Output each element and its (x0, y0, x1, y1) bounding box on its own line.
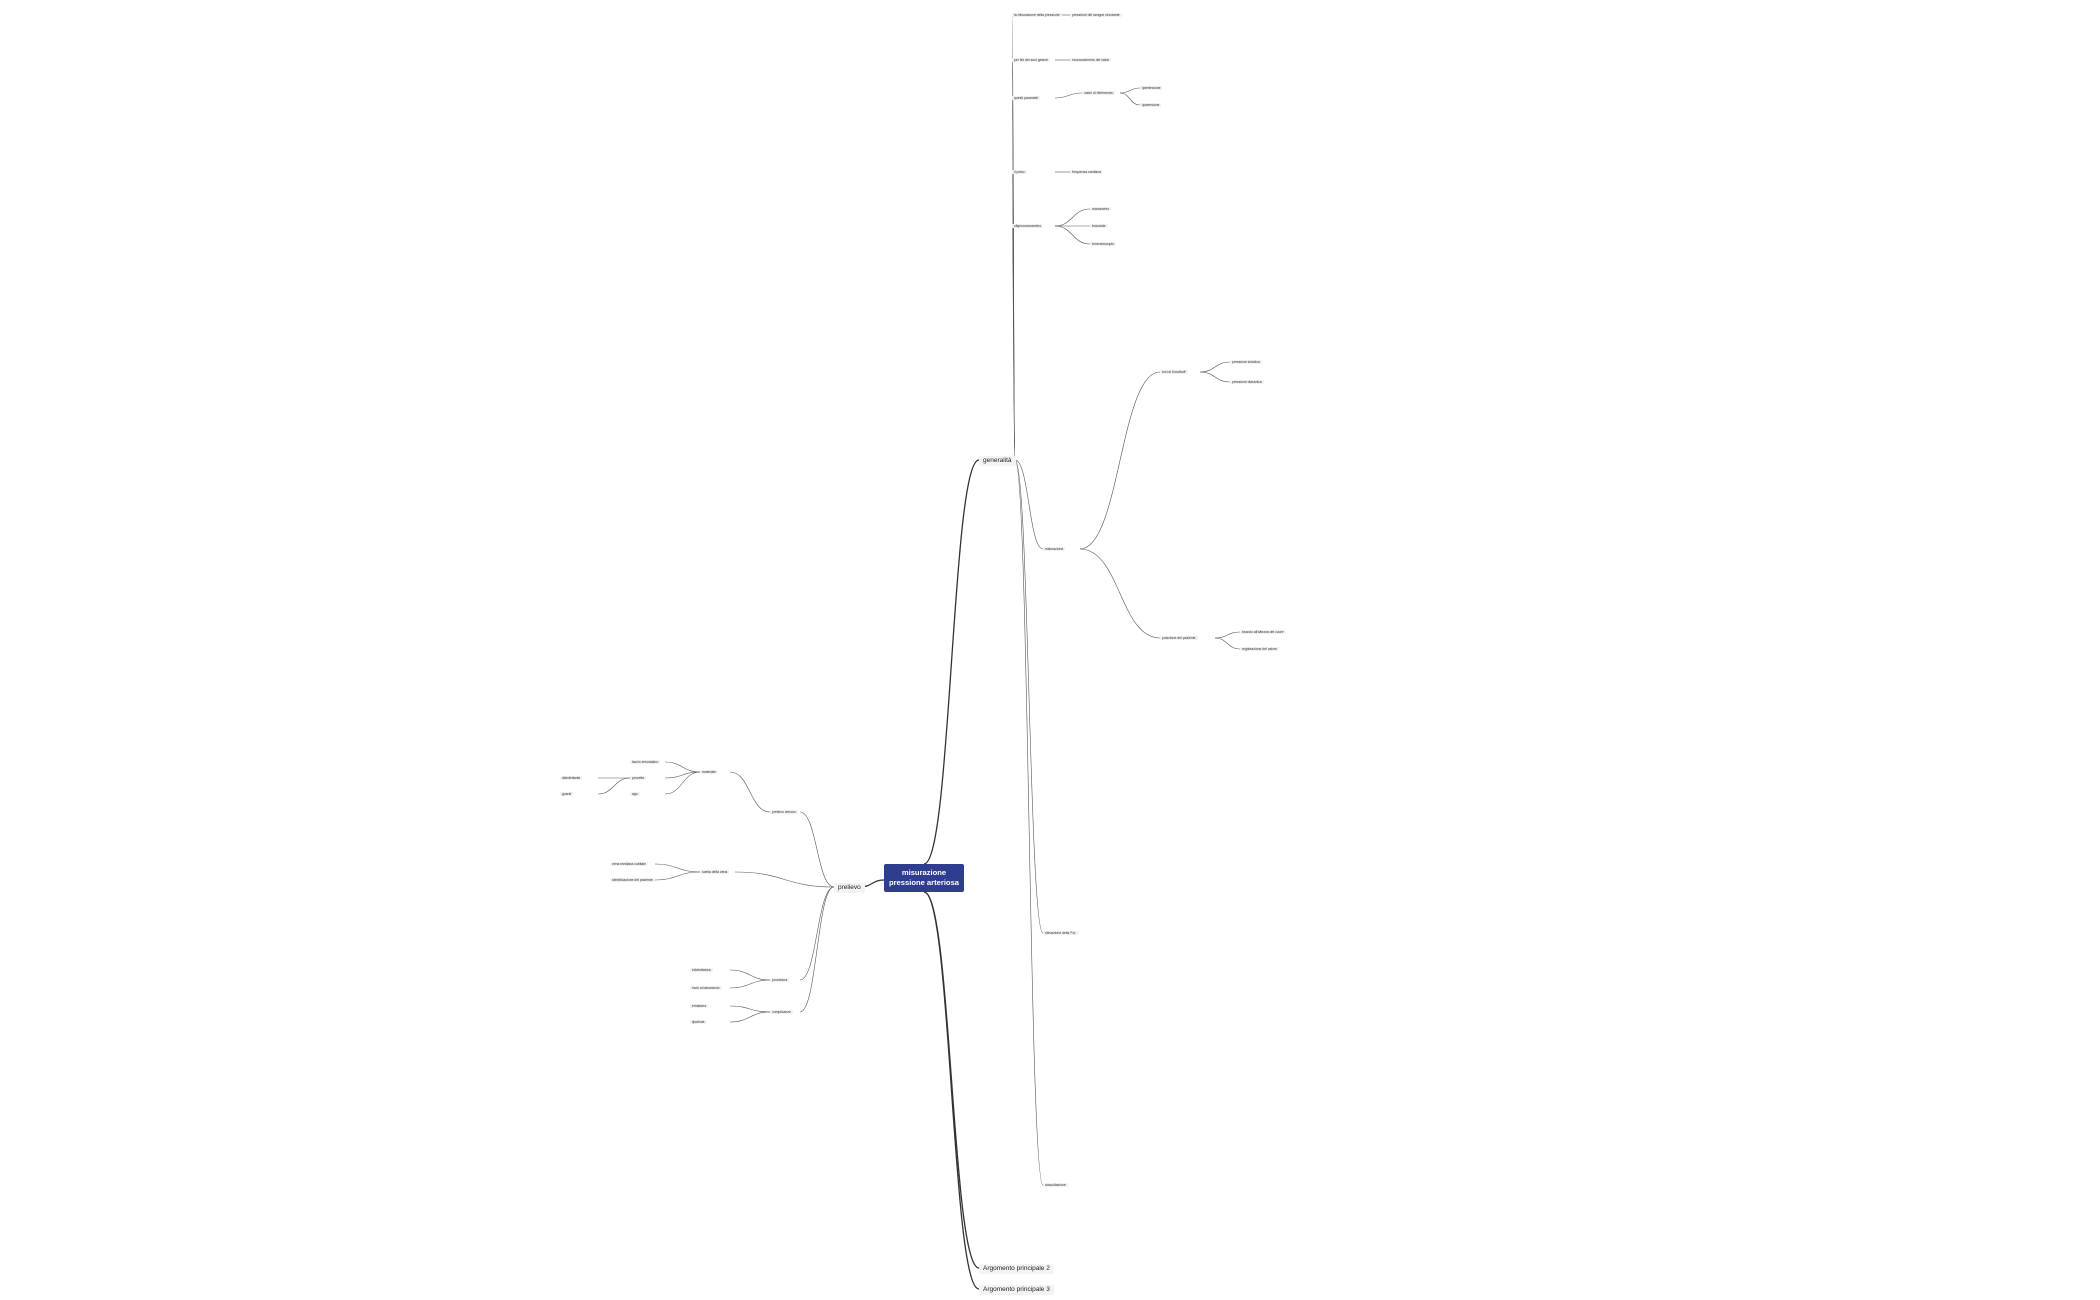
link-pre-0 (799, 811, 835, 888)
link-gen-19 (1199, 371, 1231, 383)
link-gen-18 (1199, 361, 1231, 373)
phase-rilevazione[interactable]: rilevazione della P.A. (1043, 931, 1079, 935)
link-gen-10 (1054, 92, 1083, 99)
main-topic-argomento-3[interactable]: Argomento principale 3 (979, 1285, 1054, 1295)
node-pre-3[interactable]: provette (630, 776, 647, 780)
node-gen-2[interactable]: per fini dei suoi gestori (1012, 58, 1050, 62)
link-gen-11 (1119, 87, 1141, 94)
node-gen-16[interactable]: pressione diastolica (1230, 380, 1264, 384)
trunk-generalita (923, 459, 980, 865)
trunk-argomento-2 (923, 891, 980, 1269)
link-pre-9 (654, 871, 701, 881)
phase-misurazione[interactable]: misurazione (1043, 547, 1066, 551)
link-pre-13 (799, 886, 835, 1013)
node-gen-7[interactable]: ipotensione (1140, 103, 1162, 107)
node-pre-12[interactable]: invio al laboratorio (690, 986, 722, 990)
link-gen-1 (1014, 459, 1044, 934)
node-gen-4[interactable]: questi parametri (1012, 96, 1041, 100)
link-gen-22 (1214, 637, 1241, 650)
link-gen-20 (1079, 548, 1161, 639)
node-gen-0[interactable]: la misurazione della pressione (1012, 13, 1062, 17)
link-pre-6 (597, 777, 631, 795)
node-gen-19[interactable]: registrazione del valore (1240, 647, 1280, 651)
link-pre-15 (729, 1011, 771, 1023)
node-gen-6[interactable]: ipertensione (1140, 86, 1163, 90)
node-gen-18[interactable]: braccio all'altezza del cuore (1240, 630, 1286, 634)
node-pre-7[interactable]: scelta della vena (700, 870, 730, 874)
node-gen-8[interactable]: il polso (1012, 170, 1027, 174)
trunk-argomento-3 (923, 891, 980, 1290)
node-gen-5[interactable]: valori di riferimento (1082, 91, 1115, 95)
link-gen-7 (1011, 225, 1016, 461)
node-gen-10[interactable]: sfigmomanometro (1012, 224, 1044, 228)
link-pre-14 (729, 1005, 771, 1013)
link-gen-2 (1014, 459, 1044, 1186)
link-pre-11 (729, 969, 771, 981)
node-gen-9[interactable]: frequenza cardiaca (1070, 170, 1103, 174)
node-gen-14[interactable]: toni di Korotkoff (1160, 370, 1188, 374)
main-topic-argomento-2[interactable]: Argomento principale 2 (979, 1264, 1054, 1274)
link-pre-10 (799, 886, 835, 981)
link-gen-12 (1119, 92, 1141, 106)
main-topic-prelievo[interactable]: prelievo (834, 883, 865, 893)
link-gen-14 (1054, 208, 1091, 227)
link-pre-12 (729, 979, 771, 989)
node-pre-8[interactable]: vena mediana cubitale (610, 862, 648, 866)
link-pre-1 (729, 771, 771, 813)
link-pre-8 (654, 863, 701, 873)
node-pre-13[interactable]: complicanze (770, 1010, 793, 1014)
node-gen-15[interactable]: pressione sistolica (1230, 360, 1262, 364)
node-pre-2[interactable]: laccio emostatico (630, 760, 661, 764)
node-gen-17[interactable]: posizione del paziente (1160, 636, 1198, 640)
node-gen-1[interactable]: pressione del sangue circolante (1070, 13, 1122, 17)
phase-auscultazione[interactable]: auscultazione (1043, 1183, 1068, 1187)
root-title-line-2: pressione arteriosa (888, 878, 960, 887)
node-pre-14[interactable]: ematoma (690, 1004, 709, 1008)
node-gen-12[interactable]: bracciale (1090, 224, 1108, 228)
node-pre-6[interactable]: guanti (560, 792, 574, 796)
link-pre-4 (664, 771, 701, 795)
main-topic-generalita[interactable]: generalità (979, 456, 1016, 466)
root-title-line-1: misurazione (901, 868, 947, 877)
link-pre-7 (734, 871, 835, 888)
node-gen-13[interactable]: fonendoscopio (1090, 242, 1117, 246)
link-gen-16 (1054, 225, 1091, 245)
link-gen-21 (1214, 631, 1241, 639)
node-pre-10[interactable]: procedura (770, 978, 790, 982)
root-topic[interactable]: misurazione pressione arteriosa (884, 864, 964, 892)
node-pre-4[interactable]: ago (630, 792, 640, 796)
node-pre-1[interactable]: materiale (700, 770, 718, 774)
node-pre-15[interactable]: lipotimia (690, 1020, 707, 1024)
link-gen-0 (1014, 459, 1044, 550)
node-gen-3[interactable]: riconoscimento dei valori (1070, 58, 1112, 62)
node-pre-5[interactable]: disinfettante (560, 776, 583, 780)
node-pre-11[interactable]: etichettatura (690, 968, 713, 972)
node-pre-0[interactable]: prelievo venoso (770, 810, 798, 814)
link-gen-17 (1079, 371, 1161, 550)
link-pre-2 (664, 761, 701, 773)
node-gen-11[interactable]: manometro (1090, 207, 1112, 211)
node-pre-9[interactable]: identificazione del paziente (610, 878, 655, 882)
